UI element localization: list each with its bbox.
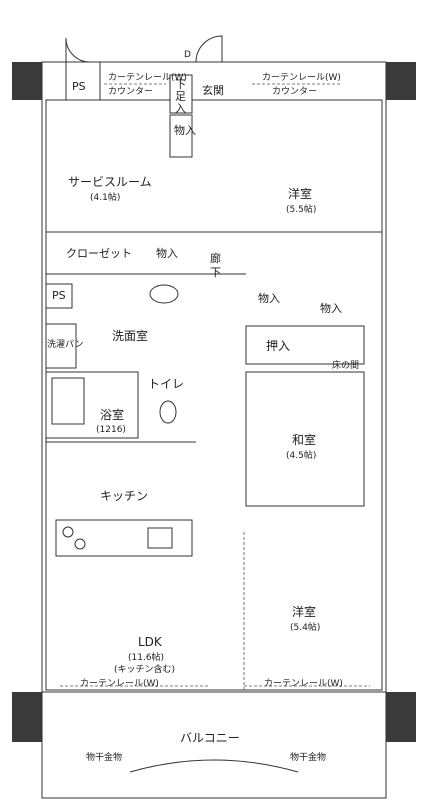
washbasin xyxy=(149,284,179,304)
storage-a-label: 物入 xyxy=(174,123,196,137)
shoe-box-label-1: 下 xyxy=(175,78,186,91)
stove-burner-2 xyxy=(74,538,86,550)
toilet-label: トイレ xyxy=(148,377,184,391)
column-top-right xyxy=(386,62,416,100)
column-bottom-left xyxy=(12,692,42,742)
washroom-label: 洗面室 xyxy=(112,328,148,343)
western-north-size: (5.5帖) xyxy=(286,203,316,215)
storage-a-box xyxy=(169,114,193,158)
balcony-label: バルコニー xyxy=(180,731,240,745)
western-south-label: 洋室 xyxy=(292,604,316,619)
balcony-outline xyxy=(41,691,387,799)
closet-label: クローゼット xyxy=(66,247,132,260)
ps-top-box xyxy=(65,61,101,101)
kitchen-counter xyxy=(55,519,193,557)
entrance-door-swing xyxy=(195,35,223,63)
japanese-room-box xyxy=(245,371,365,507)
corridor-label-1: 廊 xyxy=(210,251,221,265)
japanese-room-label: 和室 xyxy=(292,432,316,447)
shoe-box-label-3: 入 xyxy=(175,102,186,115)
laundry-pan-label: 洗濯パン xyxy=(47,338,83,350)
corridor-label-2: 下 xyxy=(210,266,221,279)
unit-outline xyxy=(41,61,387,693)
curtain-rail-top-left-label: カーテンレール(W) xyxy=(108,72,187,83)
ps-door-swing xyxy=(65,37,91,63)
entrance-label: 玄関 xyxy=(202,83,224,97)
oshiire-box xyxy=(245,325,365,365)
service-room-size: (4.1帖) xyxy=(90,191,120,203)
bathroom-box xyxy=(45,371,139,439)
oshiire-label: 押入 xyxy=(266,339,290,353)
storage-d-label: 物入 xyxy=(320,301,342,315)
service-room-label: サービスルーム xyxy=(68,175,152,189)
column-top-left xyxy=(12,62,42,100)
ps-mid-box xyxy=(45,283,73,309)
bathtub xyxy=(51,377,85,425)
bathroom-size: (1216) xyxy=(96,425,126,435)
western-north-label: 洋室 xyxy=(288,186,312,201)
ldk-label: LDK xyxy=(138,635,163,649)
ldk-size: (11.6帖) xyxy=(128,651,164,663)
ps-top-label: PS xyxy=(72,80,86,93)
tokonoma-label: 床の間 xyxy=(332,359,359,371)
stove-burner-1 xyxy=(62,526,74,538)
balcony-curve-rail xyxy=(129,759,299,773)
kitchen-label: キッチン xyxy=(100,489,148,503)
counter-left-label: カウンター xyxy=(108,86,153,97)
curtain-rail-bottom-left-label: カーテンレール(W) xyxy=(80,678,159,689)
laundry-pan-box xyxy=(45,323,77,369)
bathroom-label: 浴室 xyxy=(100,407,124,422)
shoe-box xyxy=(169,74,193,114)
ldk-note: (キッチン含む) xyxy=(114,663,175,675)
toilet-bowl xyxy=(159,400,177,424)
western-south-size: (5.4帖) xyxy=(290,621,320,633)
door-mark: D xyxy=(184,50,191,60)
column-bottom-right xyxy=(386,692,416,742)
counter-right-label: カウンター xyxy=(272,86,317,97)
shoe-box-label-2: 足 xyxy=(175,90,186,103)
curtain-rail-top-right-label: カーテンレール(W) xyxy=(262,72,341,83)
ps-mid-label: PS xyxy=(52,289,66,302)
japanese-room-size: (4.5帖) xyxy=(286,449,316,461)
storage-b-label: 物入 xyxy=(156,246,178,260)
clothes-hanger-left-label: 物干金物 xyxy=(86,751,122,763)
curtain-rail-bottom-right-label: カーテンレール(W) xyxy=(264,678,343,689)
clothes-hanger-right-label: 物干金物 xyxy=(290,751,326,763)
kitchen-sink xyxy=(147,527,173,549)
storage-c-label: 物入 xyxy=(258,291,280,305)
